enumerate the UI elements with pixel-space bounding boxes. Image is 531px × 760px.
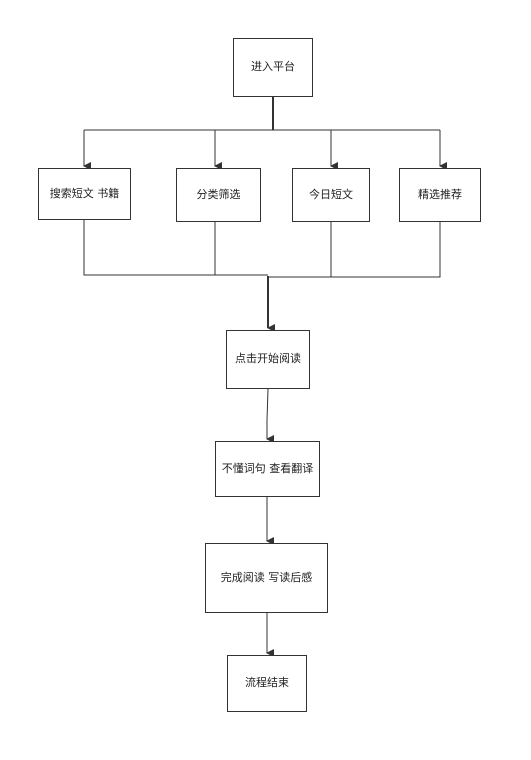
- connector-picks-merge: [331, 222, 441, 278]
- node-view-translation: 不懂词句 查看翻译: [215, 441, 320, 497]
- node-enter-platform: 进入平台: [233, 38, 313, 97]
- node-finish-reading-label: 完成阅读 写读后感: [220, 570, 313, 584]
- node-enter-platform-label: 进入平台: [251, 60, 295, 74]
- node-view-translation-label: 不懂词句 查看翻译: [221, 461, 314, 475]
- node-today-article: 今日短文: [292, 168, 370, 222]
- node-process-end: 流程结束: [227, 655, 307, 712]
- connector-search-merge: [83, 220, 268, 276]
- node-process-end-label: 流程结束: [245, 676, 289, 690]
- connector-today-merge: [268, 222, 332, 278]
- node-search-books-label: 搜索短文 书籍: [49, 186, 120, 200]
- connector-read-to-translate: [266, 388, 274, 443]
- node-start-reading-label: 点击开始阅读: [235, 352, 301, 366]
- node-today-article-label: 今日短文: [309, 187, 353, 201]
- node-category-filter-label: 分类筛选: [196, 187, 241, 201]
- node-featured-picks-label: 精选推荐: [418, 187, 462, 201]
- node-category-filter: 分类筛选: [176, 168, 261, 222]
- node-search-books: 搜索短文 书籍: [38, 168, 131, 220]
- node-start-reading: 点击开始阅读: [226, 330, 310, 389]
- node-finish-reading: 完成阅读 写读后感: [205, 543, 328, 613]
- node-featured-picks: 精选推荐: [399, 168, 481, 222]
